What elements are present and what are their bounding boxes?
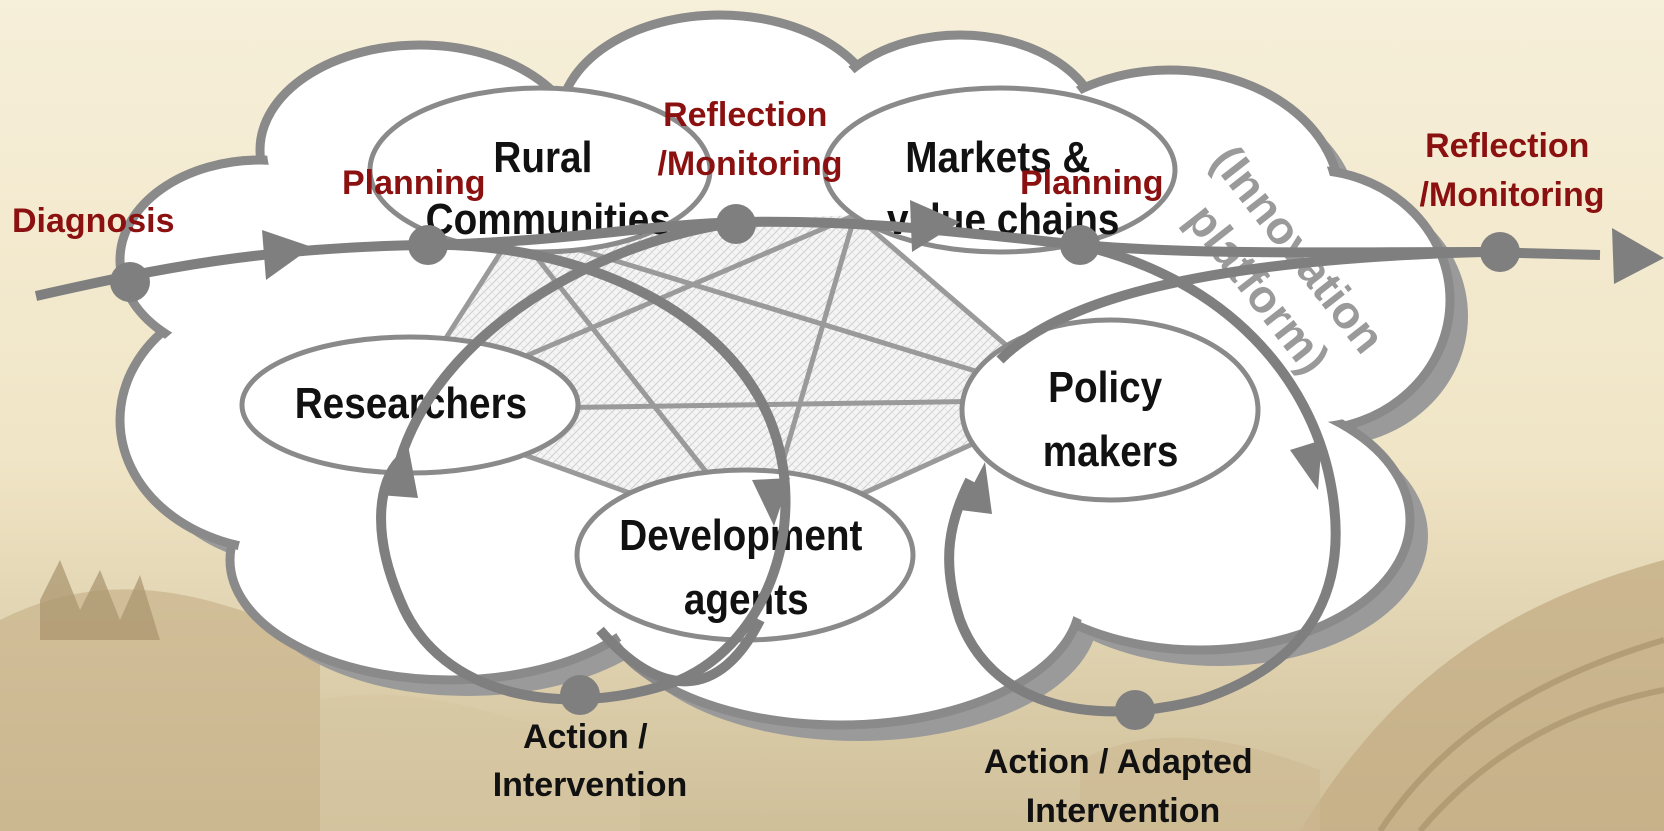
stage-reflection-1-label: Reflection /Monitoring [657,96,842,183]
stage-action-1-label: Action / Intervention [493,718,688,804]
rural-line-1: Rural [493,132,592,182]
stage-nodes [110,204,1520,730]
action-2-line-2: Intervention [1026,792,1221,830]
node-planning-2 [1060,225,1100,265]
markets-line-1: Markets & [905,132,1090,182]
process-loop-left [376,239,791,705]
stage-diagnosis-label: Diagnosis [12,202,174,240]
arrowhead-main-1 [262,230,312,280]
node-action-1 [560,675,600,715]
development-line-2: agents [684,574,809,624]
arrowhead-main-end [1612,228,1664,284]
node-diagnosis [110,262,150,302]
stage-action-2-label: Action / Adapted Intervention [984,743,1262,830]
action-1-line-1: Action / [523,718,648,756]
arrowhead-loop-left-2 [380,445,418,498]
process-loop-right-inner [996,247,1481,364]
reflection-2-line-2: /Monitoring [1419,176,1604,214]
stage-reflection-2-label: Reflection /Monitoring [1419,127,1604,214]
node-reflection-2 [1480,232,1520,272]
arrowhead-loop-right-1 [1290,440,1322,490]
actor-researchers-label: Researchers [295,378,527,428]
node-action-2 [1115,690,1155,730]
node-planning-1 [408,225,448,265]
reflection-2-line-1: Reflection [1425,127,1589,165]
action-1-line-2: Intervention [493,766,688,804]
arrowhead-loop-right-2 [960,462,992,514]
process-loop-right [944,240,1341,717]
development-line-1: Development [619,510,862,560]
arrowhead-main-2 [910,200,960,252]
stage-planning-2-label: Planning [1020,164,1164,202]
researchers-line-1: Researchers [295,378,527,428]
process-loop-middle-tail [596,617,765,687]
policy-line-2: makers [1043,426,1179,476]
node-reflection-1 [716,204,756,244]
arrowhead-loop-left-1 [752,478,790,526]
process-loop-middle [395,217,741,462]
actor-policy-makers-label: Policy makers [1043,362,1179,476]
action-2-line-1: Action / Adapted [984,743,1253,781]
reflection-1-line-1: Reflection [663,96,827,134]
actor-policy-makers-node [959,317,1261,503]
stage-planning-1-label: Planning [342,164,486,202]
reflection-1-line-2: /Monitoring [657,145,842,183]
actor-development-agents-label: Development agents [619,510,873,624]
policy-line-1: Policy [1048,362,1162,412]
